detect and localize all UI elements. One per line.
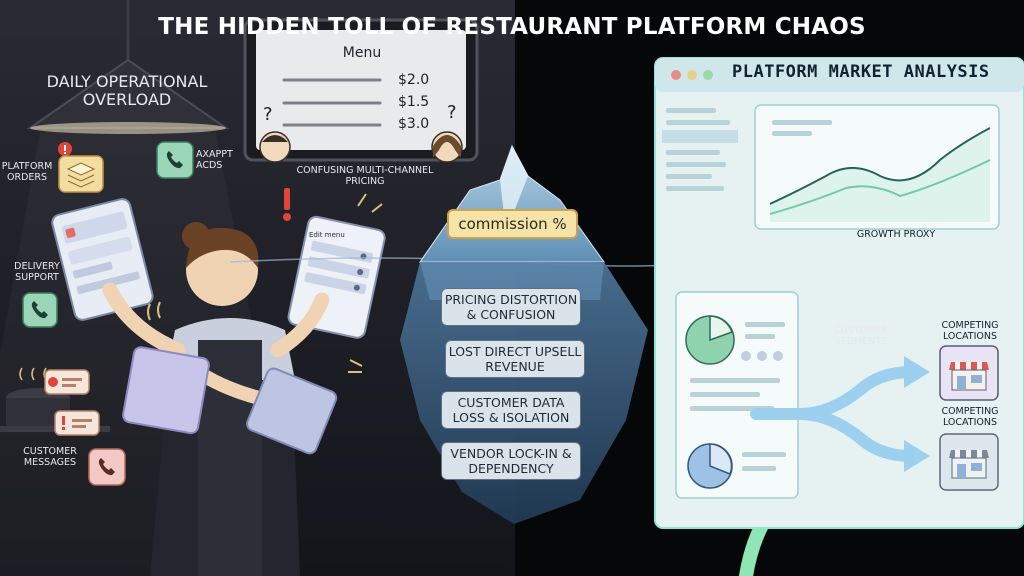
menu-price: $1.5 — [398, 94, 430, 110]
hidden-cost-item: PRICING DISTORTION & CONFUSION — [441, 288, 581, 326]
hidden-cost-item: LOST DIRECT UPSELL REVENUE — [445, 340, 585, 378]
menu-price: $2.0 — [398, 72, 430, 88]
message-icon — [54, 410, 100, 443]
hidden-cost-item: CUSTOMER DATA LOSS & ISOLATION — [441, 391, 581, 429]
overload-heading: DAILY OPERATIONAL OVERLOAD — [46, 72, 208, 110]
phone-icon — [88, 448, 126, 491]
question-mark-icon: ? — [263, 104, 273, 125]
phone-icon — [156, 141, 194, 184]
menu-title: Menu — [342, 45, 382, 61]
commission-badge: commission % — [447, 209, 578, 239]
storefront-icon — [947, 442, 991, 487]
menu-price: $3.0 — [398, 116, 430, 132]
message-icon — [44, 369, 90, 404]
axappt-label: AXAPPT ACDS — [196, 149, 233, 171]
alert-icon — [58, 142, 72, 161]
pricing-caption: CONFUSING MULTI-CHANNEL PRICING — [296, 165, 434, 187]
alert-icon — [281, 188, 293, 227]
competing-locations-label: COMPETING LOCATIONS — [941, 406, 999, 429]
growth-proxy-label: GROWTH PROXY — [856, 229, 936, 240]
storefront-icon — [947, 354, 991, 399]
customer-segments-label: CUSTOMER SEGMENTS — [834, 325, 888, 347]
delivery-support-label: DELIVERY SUPPORT — [14, 261, 60, 283]
page-title: THE HIDDEN TOLL OF RESTAURANT PLATFORM C… — [158, 14, 866, 40]
customer-messages-label: CUSTOMER MESSAGES — [23, 446, 77, 468]
edit-menu-label: Edit menu — [309, 231, 345, 239]
question-mark-icon: ? — [447, 102, 457, 123]
analysis-window-title: PLATFORM MARKET ANALYSIS — [732, 62, 990, 82]
phone-icon — [22, 292, 58, 333]
competing-locations-label: COMPETING LOCATIONS — [941, 320, 999, 343]
stack-icon — [58, 155, 104, 198]
hidden-cost-item: VENDOR LOCK-IN & DEPENDENCY — [441, 442, 581, 480]
platform-orders-label: PLATFORM ORDERS — [1, 161, 53, 183]
